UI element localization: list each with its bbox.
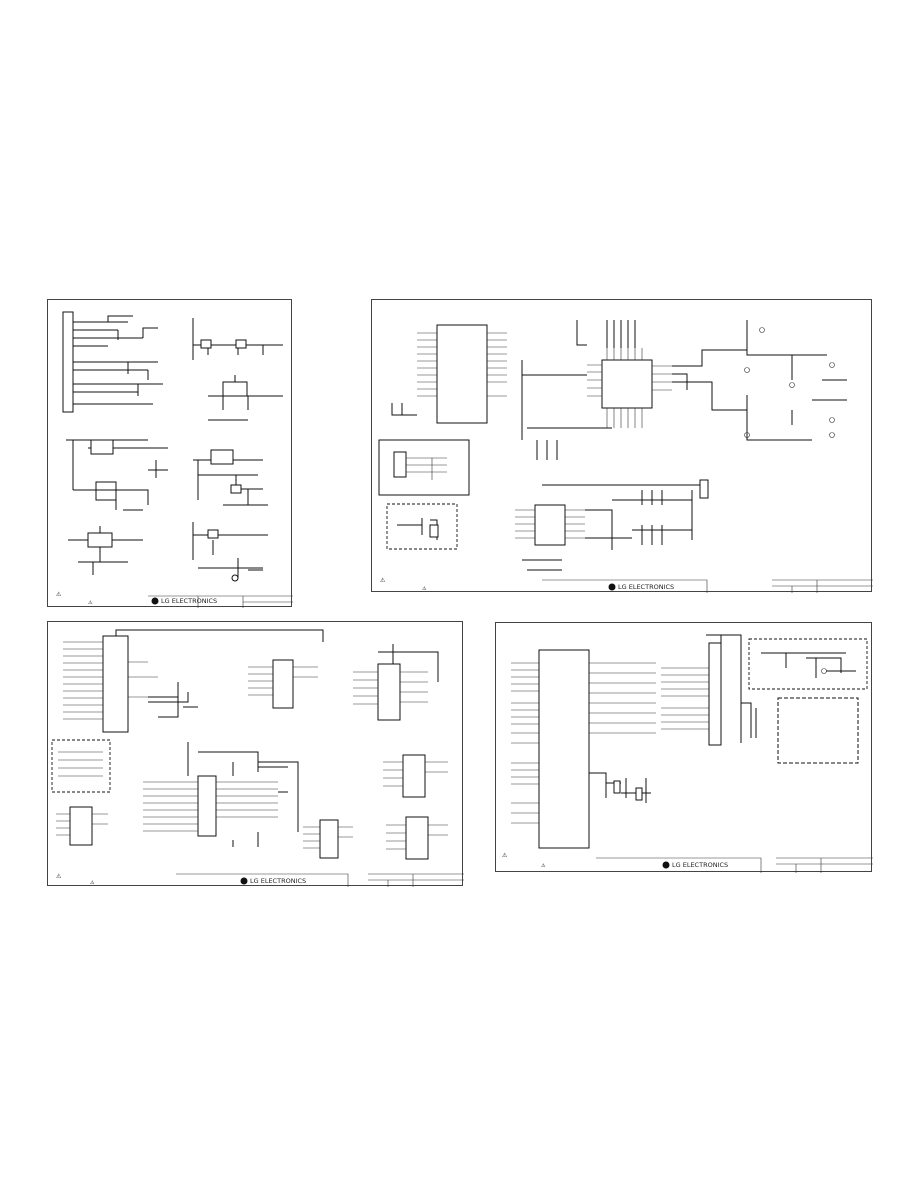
lg-logo-icon [151,597,159,605]
warning-triangle-icon: ⚠ [502,852,508,859]
lg-brand-label: LG ELECTRONICS [161,597,217,605]
warning-triangle-icon: ⚠ [56,873,62,880]
power-schematic-drawing: LG ELECTRONICS ⚠ ⚠ [56,311,293,608]
warning-triangle-icon: ⚠ [422,586,427,592]
lg-brand-label: LG ELECTRONICS [672,861,728,869]
schematic-sheet-power: LG ELECTRONICS ⚠ ⚠ [47,299,293,608]
video-schematic-drawing: LG ELECTRONICS ⚠ ⚠ [378,320,873,593]
warning-triangle-icon: ⚠ [88,600,93,606]
lg-brand-label: LG ELECTRONICS [250,877,306,885]
schematic-sheet-connector: LG ELECTRONICS ⚠ ⚠ [495,622,873,873]
connector-schematic-drawing: LG ELECTRONICS ⚠ ⚠ [502,634,873,873]
warning-triangle-icon: ⚠ [380,577,386,584]
schematic-sheet-cpu: LG ELECTRONICS ⚠ ⚠ [47,621,464,887]
lg-brand-label: LG ELECTRONICS [618,583,674,591]
cpu-schematic-drawing: LG ELECTRONICS ⚠ ⚠ [51,629,464,887]
schematic-sheet-video: LG ELECTRONICS ⚠ ⚠ [371,299,873,593]
warning-triangle-icon: ⚠ [56,591,62,598]
lg-logo-icon [240,877,248,885]
warning-triangle-icon: ⚠ [90,880,95,886]
lg-logo-icon [608,583,616,591]
warning-triangle-icon: ⚠ [541,863,546,869]
lg-logo-icon [662,861,670,869]
